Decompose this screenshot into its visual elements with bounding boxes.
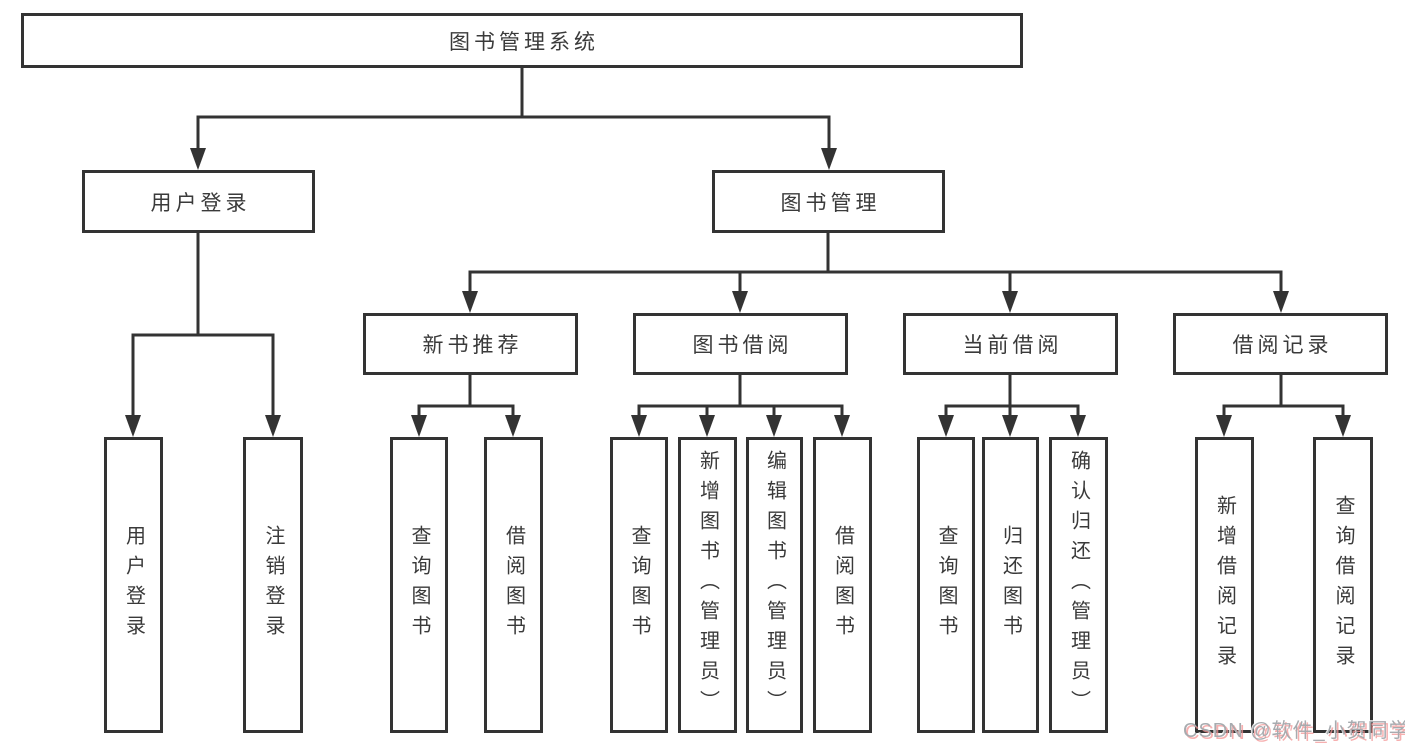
leaf-label: 借阅图书 bbox=[502, 525, 525, 645]
node-leaf-current-return-book: 归还图书 bbox=[982, 437, 1039, 733]
node-leaf-records-query-record: 查询借阅记录 bbox=[1313, 437, 1373, 733]
node-root-system: 图书管理系统 bbox=[21, 13, 1023, 68]
node-leaf-recommend-borrow-book: 借阅图书 bbox=[484, 437, 543, 733]
arrowhead bbox=[1273, 291, 1289, 313]
arrowhead bbox=[631, 415, 647, 437]
arrowhead bbox=[505, 415, 521, 437]
arrowhead bbox=[732, 291, 748, 313]
node-leaf-borrow-add-book-admin: 新增图书（管理员） bbox=[678, 437, 737, 733]
arrowhead bbox=[265, 415, 281, 437]
leaf-label: 编辑图书（管理员） bbox=[763, 450, 786, 720]
leaf-label: 查询图书 bbox=[935, 525, 957, 645]
leaf-label: 查询图书 bbox=[408, 525, 430, 645]
leaf-label: 查询借阅记录 bbox=[1332, 495, 1354, 675]
node-leaf-borrow-borrow-book: 借阅图书 bbox=[813, 437, 872, 733]
node-new-book-recommend: 新书推荐 bbox=[363, 313, 578, 375]
arrowhead bbox=[1216, 415, 1232, 437]
arrowhead bbox=[766, 415, 782, 437]
connector-records-to-leaves bbox=[1216, 375, 1351, 437]
node-leaf-logout: 注销登录 bbox=[243, 437, 303, 733]
arrowhead bbox=[821, 148, 837, 170]
arrowhead bbox=[1002, 415, 1018, 437]
connector-borrow-to-leaves bbox=[631, 375, 850, 437]
connector-current-to-leaves bbox=[938, 375, 1086, 437]
node-leaf-borrow-query-book: 查询图书 bbox=[610, 437, 668, 733]
arrowhead bbox=[1002, 291, 1018, 313]
arrowhead bbox=[125, 415, 141, 437]
arrowhead bbox=[834, 415, 850, 437]
node-leaf-borrow-edit-book-admin: 编辑图书（管理员） bbox=[746, 437, 803, 733]
connector-root-to-level2 bbox=[190, 68, 837, 170]
arrowhead bbox=[190, 148, 206, 170]
node-leaf-recommend-query-book: 查询图书 bbox=[390, 437, 448, 733]
node-user-login: 用户登录 bbox=[82, 170, 315, 233]
node-leaf-user-login: 用户登录 bbox=[104, 437, 163, 733]
csdn-watermark: CSDN @软件_小贺同学 bbox=[1183, 720, 1405, 742]
connector-login-to-leaves bbox=[125, 233, 281, 437]
node-borrowing-records: 借阅记录 bbox=[1173, 313, 1388, 375]
arrowhead bbox=[462, 291, 478, 313]
leaf-label: 借阅图书 bbox=[831, 525, 854, 645]
arrowhead bbox=[938, 415, 954, 437]
leaf-label: 用户登录 bbox=[122, 525, 145, 645]
arrowhead bbox=[699, 415, 715, 437]
node-current-borrowing: 当前借阅 bbox=[903, 313, 1118, 375]
node-leaf-records-add-record: 新增借阅记录 bbox=[1195, 437, 1254, 733]
leaf-label: 确认归还（管理员） bbox=[1067, 450, 1090, 720]
leaf-label: 查询图书 bbox=[628, 525, 650, 645]
node-book-management: 图书管理 bbox=[712, 170, 945, 233]
node-book-borrowing: 图书借阅 bbox=[633, 313, 848, 375]
leaf-label: 新增借阅记录 bbox=[1213, 495, 1236, 675]
leaf-label: 注销登录 bbox=[262, 525, 284, 645]
arrowhead bbox=[1335, 415, 1351, 437]
arrowhead bbox=[411, 415, 427, 437]
leaf-label: 新增图书（管理员） bbox=[696, 450, 719, 720]
leaf-label: 归还图书 bbox=[999, 525, 1022, 645]
node-leaf-current-query-book: 查询图书 bbox=[917, 437, 975, 733]
connector-recommend-to-leaves bbox=[411, 375, 521, 437]
node-leaf-current-confirm-return-admin: 确认归还（管理员） bbox=[1049, 437, 1108, 733]
connector-manage-to-level3 bbox=[462, 233, 1289, 313]
arrowhead bbox=[1070, 415, 1086, 437]
